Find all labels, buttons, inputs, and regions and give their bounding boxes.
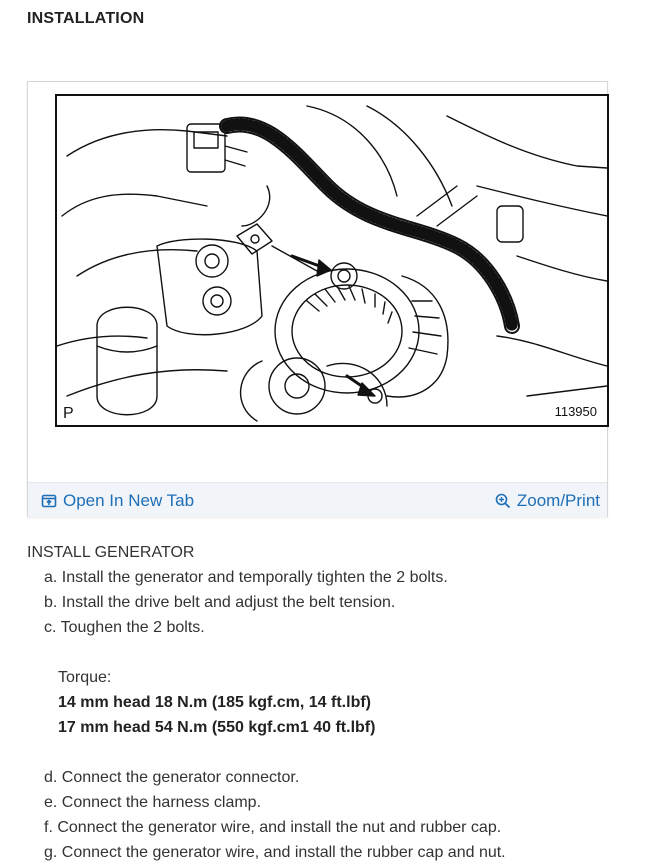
step-c: c. Toughen the 2 bolts. <box>44 619 205 636</box>
section-title: INSTALL GENERATOR <box>27 544 195 561</box>
torque-value-17mm: 17 mm head 54 N.m (550 kgf.cm1 40 ft.lbf… <box>58 719 376 736</box>
figure-corner-letter: P <box>63 405 74 422</box>
figure-card: P 113950 Open In New Tab Zoom/Print <box>27 81 609 517</box>
step-f: f. Connect the generator wire, and insta… <box>44 819 502 836</box>
step-b: b. Install the drive belt and adjust the… <box>44 594 396 611</box>
open-new-tab-icon <box>41 494 57 508</box>
figure-number: 113950 <box>552 404 599 419</box>
zoom-print-link[interactable]: Zoom/Print <box>495 491 600 511</box>
step-d: d. Connect the generator connector. <box>44 769 300 786</box>
step-e: e. Connect the harness clamp. <box>44 794 262 811</box>
step-a: a. Install the generator and temporally … <box>44 569 448 586</box>
generator-diagram[interactable]: P 113950 <box>55 94 609 427</box>
zoom-print-label: Zoom/Print <box>516 491 600 510</box>
step-g: g. Connect the generator wire, and insta… <box>44 844 506 861</box>
generator-line-drawing <box>57 105 607 422</box>
torque-label: Torque: <box>58 669 112 686</box>
zoom-in-icon <box>495 493 510 509</box>
torque-value-14mm: 14 mm head 18 N.m (185 kgf.cm, 14 ft.lbf… <box>58 694 371 711</box>
figure-footer: Open In New Tab Zoom/Print <box>28 482 607 517</box>
page-heading: INSTALLATION <box>27 10 145 27</box>
open-in-new-tab-link[interactable]: Open In New Tab <box>41 491 194 511</box>
open-in-new-tab-label: Open In New Tab <box>63 491 195 510</box>
